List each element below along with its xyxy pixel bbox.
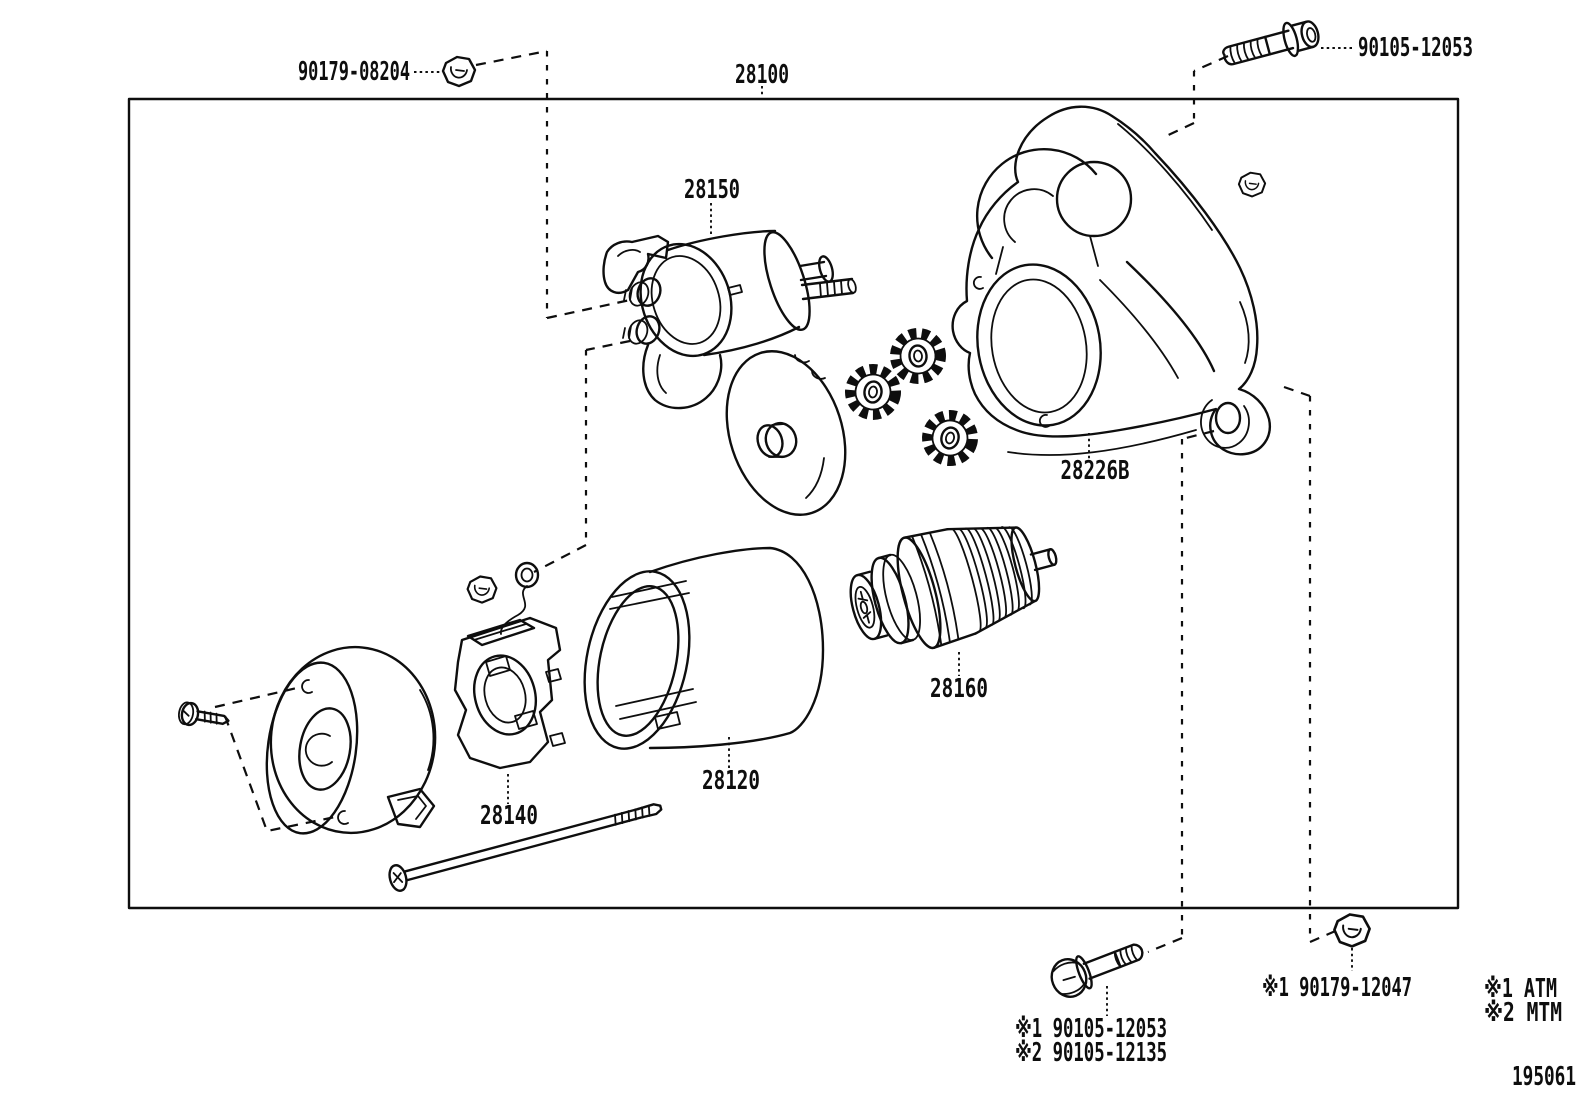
legend-atm: ※1 ATM [1484,974,1557,1004]
label-assembly: 28100 [735,60,789,90]
through-bolt-icon [388,803,663,892]
label-leaders [507,86,1090,804]
end-frame [265,645,437,835]
label-terminal-nut: 90179-08204 [298,57,410,87]
housing-nut-icon [1237,171,1267,198]
mount-bolt-bottom-icon [1050,943,1144,998]
drive-housing [951,105,1272,456]
terminal-nut-icon [441,55,477,88]
planetary-gear-2 [890,328,946,384]
planetary-gear-3 [922,410,978,466]
assembly-dashed-lines [214,49,1341,954]
lock-nut-icon [1333,913,1371,948]
end-frame-screw-icon [178,701,230,727]
yoke-cylinder [583,546,825,750]
label-yoke: 28120 [702,766,760,796]
legend-mtm: ※2 MTM [1484,998,1562,1028]
diagram-frame [127,97,1460,910]
label-mount-bolt-atm: ※1 90105-12053 [1015,1014,1167,1044]
starter-clutch [849,526,1058,650]
planetary-gear-1 [845,364,901,420]
solenoid-switch [602,229,857,410]
center-plate [725,350,847,516]
label-brush-holder: 28140 [480,801,538,831]
figure-code: 195061 [1512,1062,1576,1092]
label-clutch: 28160 [930,674,988,704]
mount-bolt-top-icon [1222,20,1320,66]
label-mount-bolt-mtm: ※2 90105-12135 [1015,1038,1167,1068]
brush-holder-nut-icon [466,575,498,604]
label-mount-bolt-top: 90105-12053 [1358,33,1473,63]
label-lock-nut: ※1 90179-12047 [1262,973,1412,1003]
brush-holder [453,561,566,770]
label-solenoid: 28150 [684,175,740,205]
label-drive-housing: 28226B [1061,456,1130,486]
